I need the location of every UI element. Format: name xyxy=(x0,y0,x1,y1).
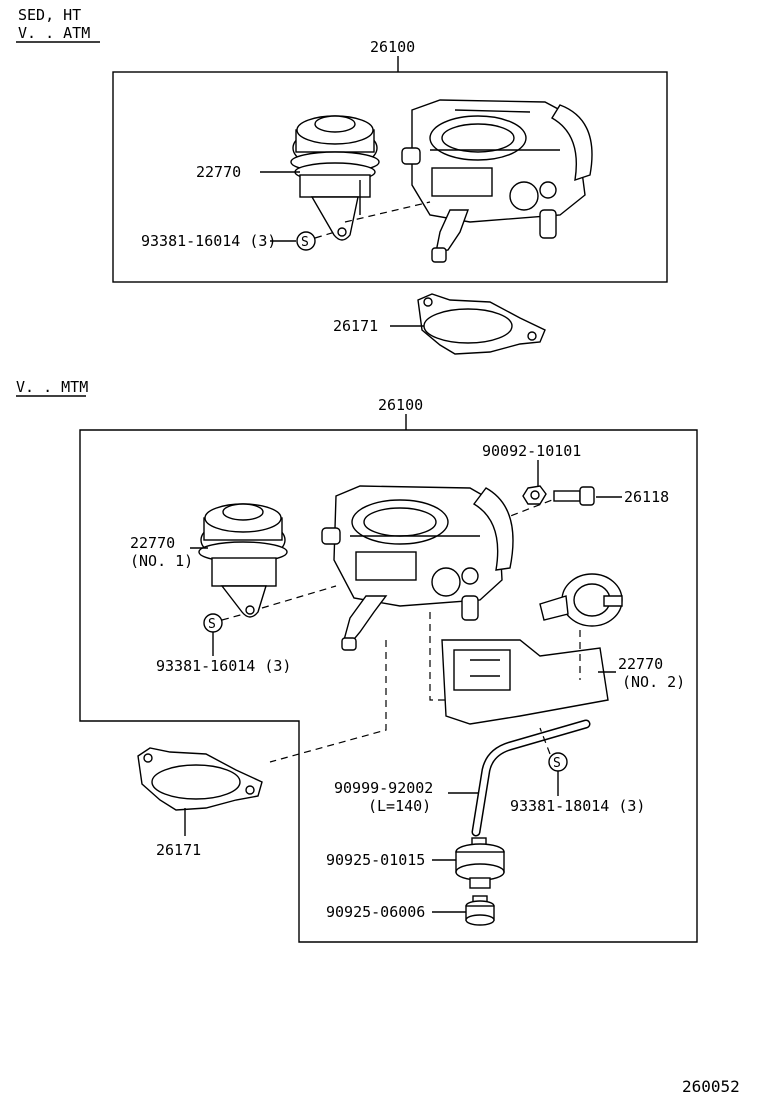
mtm-hose-label-b: (L=140) xyxy=(368,797,431,815)
mtm-actuator1-dash xyxy=(261,585,337,609)
atm-screw-symbol-circle xyxy=(296,231,316,251)
mtm-bolt-dash xyxy=(499,499,553,521)
mtm-actuator1-label-b: (NO. 1) xyxy=(130,552,193,570)
mtm-actuator1-drawing xyxy=(198,503,288,618)
atm-section: 26100 22770 xyxy=(112,38,668,355)
mtm-part-b-label: 90925-06006 xyxy=(326,903,425,921)
atm-actuator-label: 22770 xyxy=(196,163,241,181)
header-line1: SED, HT xyxy=(18,6,81,24)
mtm-actuator2-drawing xyxy=(441,573,623,725)
mtm-gasket-label: 26171 xyxy=(156,841,201,859)
mtm-actuator2-dash-left xyxy=(429,612,446,701)
mtm-screw2-symbol: S xyxy=(553,756,561,771)
mtm-assembly-label: 26100 xyxy=(378,396,423,414)
atm-throttle-body-drawing xyxy=(401,99,593,263)
mtm-nut-drawing xyxy=(522,485,547,505)
mtm-screw1-label: 93381-16014 (3) xyxy=(156,657,291,675)
atm-screw-label: 93381-16014 (3) xyxy=(141,232,276,250)
mtm-actuator1-label-a: 22770 xyxy=(130,534,175,552)
mtm-throttle-body-drawing xyxy=(321,485,514,651)
mtm-actuator2-label-b: (NO. 2) xyxy=(622,673,685,691)
mtm-heading: V. . MTM xyxy=(16,378,88,396)
mtm-bolt-label: 26118 xyxy=(624,488,669,506)
mtm-gasket-drawing xyxy=(137,747,263,811)
mtm-screw1-symbol: S xyxy=(208,617,216,632)
atm-assembly-box xyxy=(112,71,668,283)
atm-dashed-link xyxy=(344,201,431,223)
mtm-nut-label: 90092-10101 xyxy=(482,442,581,460)
mtm-section: V. . MTM 26100 90092-10101 26118 xyxy=(16,378,698,943)
mtm-gasket-dash xyxy=(269,640,387,763)
diagram-id: 260052 xyxy=(682,1077,740,1096)
mtm-actuator2-label-a: 22770 xyxy=(618,655,663,673)
mtm-hose-inner xyxy=(473,721,589,835)
atm-actuator-drawing xyxy=(290,115,380,241)
mtm-hose-label-a: 90999-92002 xyxy=(334,779,433,797)
mtm-screw2-dash xyxy=(539,727,551,755)
mtm-part-b-drawing xyxy=(465,895,495,926)
mtm-screw2-label: 93381-18014 (3) xyxy=(510,797,645,815)
mtm-part-a-label: 90925-01015 xyxy=(326,851,425,869)
atm-gasket-label: 26171 xyxy=(333,317,378,335)
atm-gasket-drawing xyxy=(417,293,546,355)
atm-screw-symbol: S xyxy=(301,235,309,250)
mtm-assembly-box xyxy=(79,429,698,943)
mtm-bolt-drawing xyxy=(553,486,595,506)
header-line2: V. . ATM xyxy=(18,24,90,42)
mtm-screw1-dash xyxy=(221,613,245,621)
atm-assembly-label: 26100 xyxy=(370,38,415,56)
mtm-part-a-drawing xyxy=(455,837,505,889)
atm-screw-dash xyxy=(314,231,336,239)
